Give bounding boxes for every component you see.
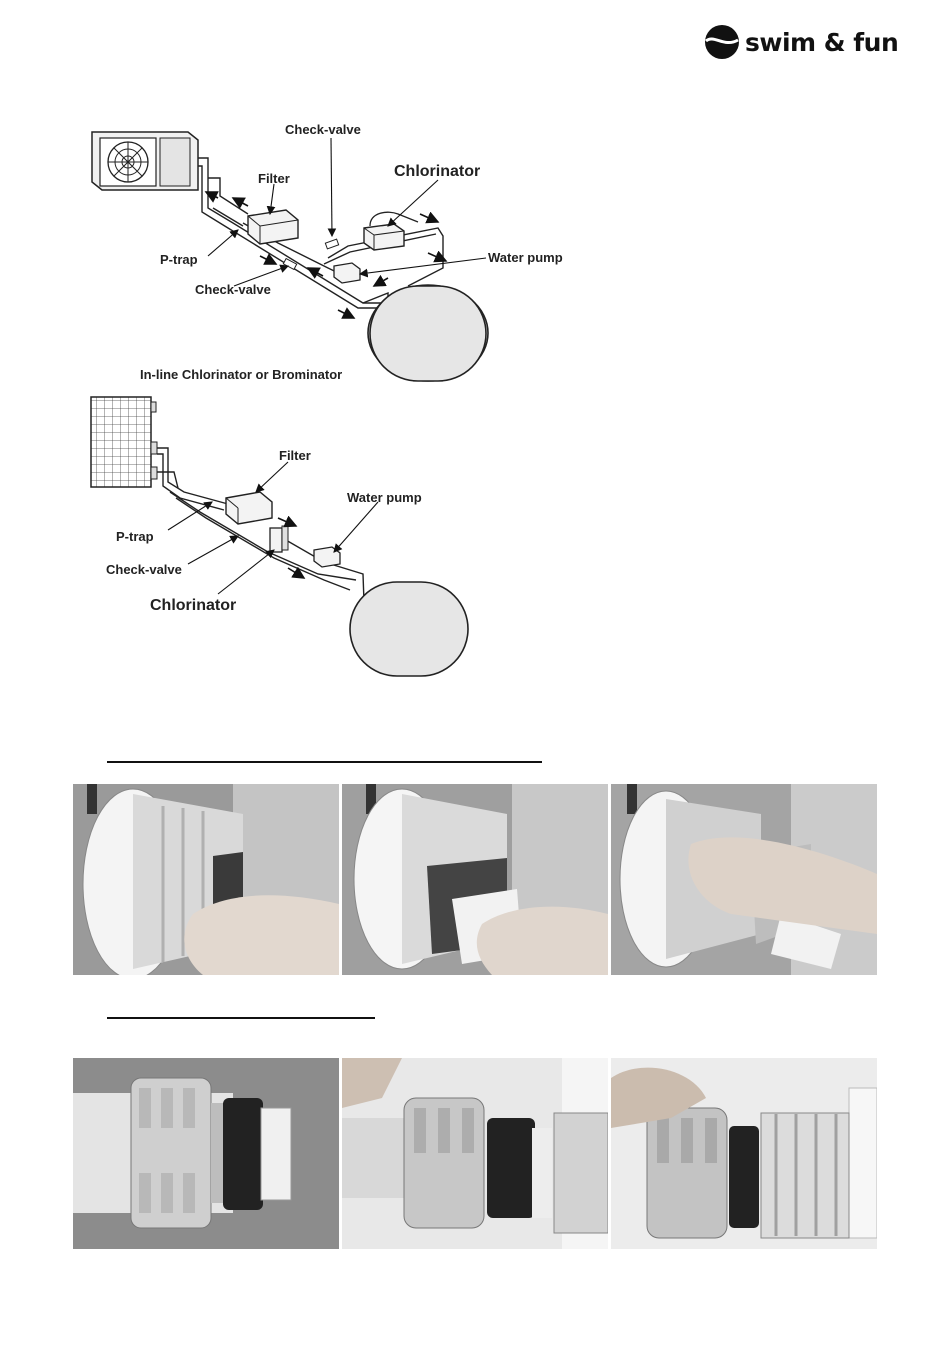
photo-seal-step-2 bbox=[342, 784, 608, 975]
section-underline-1 bbox=[107, 761, 542, 763]
photo-union-step-3 bbox=[611, 1058, 877, 1249]
chlorinator-cylinder bbox=[270, 526, 288, 552]
offline-chlorinator-diagram: Filter Water pump P-trap Check-valve Chl… bbox=[88, 392, 488, 682]
label-filter: Filter bbox=[258, 171, 290, 186]
filter-box bbox=[248, 210, 298, 244]
photo-seal-step-1 bbox=[73, 784, 339, 975]
pool-shape bbox=[370, 286, 486, 381]
heat-pump-unit bbox=[92, 132, 198, 190]
label-check-valve-offline: Check-valve bbox=[106, 562, 182, 577]
label-check-valve-top: Check-valve bbox=[285, 122, 361, 137]
label-p-trap: P-trap bbox=[160, 252, 198, 267]
section-underline-2 bbox=[107, 1017, 375, 1019]
label-water-pump-offline: Water pump bbox=[347, 490, 422, 505]
photo-row-seal-install bbox=[73, 784, 877, 975]
water-pump-box bbox=[334, 263, 360, 283]
label-filter-offline: Filter bbox=[279, 448, 311, 463]
label-p-trap-offline: P-trap bbox=[116, 529, 154, 544]
photo-seal-step-3 bbox=[611, 784, 877, 975]
photo-union-step-1 bbox=[73, 1058, 339, 1249]
label-chlorinator: Chlorinator bbox=[394, 163, 480, 180]
inline-chlorinator-diagram: Check-valve Filter Chlorinator P-trap Wa… bbox=[88, 118, 588, 393]
label-check-valve-bottom: Check-valve bbox=[195, 282, 271, 297]
photo-row-union-connect bbox=[73, 1058, 877, 1249]
chlorinator-box bbox=[364, 212, 418, 250]
filter-box-offline bbox=[226, 492, 272, 524]
brand-name: swim & fun bbox=[745, 28, 898, 57]
pool-shape-offline bbox=[350, 582, 468, 676]
heat-pump-grid-unit bbox=[91, 397, 157, 487]
label-water-pump: Water pump bbox=[488, 250, 563, 265]
label-chlorinator-offline: Chlorinator bbox=[150, 597, 236, 614]
diagram-caption: In-line Chlorinator or Brominator bbox=[140, 367, 342, 382]
photo-union-step-2 bbox=[342, 1058, 608, 1249]
brand-logo: swim & fun bbox=[704, 22, 919, 62]
swim-fun-logo-icon bbox=[704, 24, 740, 60]
